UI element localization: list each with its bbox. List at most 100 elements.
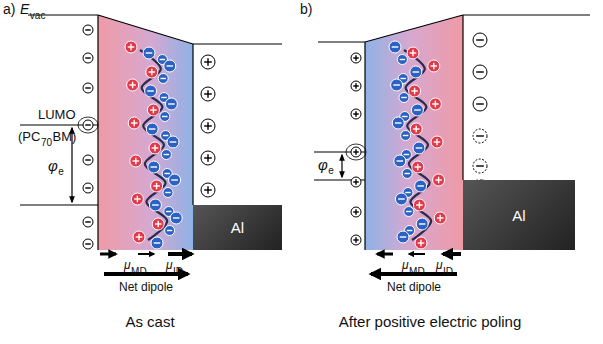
panel-a — [20, 15, 282, 274]
negative-charge — [473, 97, 487, 111]
positive-charge — [409, 85, 421, 97]
negative-charge — [83, 183, 93, 193]
positive-charge — [149, 142, 161, 154]
electrode-box: Al — [463, 180, 575, 250]
negative-charge — [83, 53, 93, 63]
negative-charge — [392, 117, 404, 129]
material-subscript: 70 — [41, 137, 52, 148]
dipole-subscript: MD — [131, 266, 147, 277]
negative-charge — [397, 231, 409, 243]
electrode-box: Al — [193, 205, 282, 250]
negative-charge — [413, 142, 425, 154]
negative-charge — [83, 155, 93, 165]
negative-charge — [160, 112, 170, 122]
positive-charge — [146, 66, 158, 78]
positive-charge — [431, 136, 443, 148]
negative-charge — [145, 85, 157, 97]
negative-charge — [146, 123, 158, 135]
negative-charge — [83, 25, 93, 35]
barrier-symbol: φ — [48, 158, 58, 175]
negative-charge — [83, 83, 93, 93]
negative-charge — [410, 66, 422, 78]
negative-charge — [473, 65, 487, 79]
negative-charge — [163, 188, 173, 198]
net-dipole-label: Net dipole — [119, 281, 173, 294]
panel-b — [314, 15, 590, 274]
negative-charge — [394, 155, 406, 167]
positive-charge — [351, 109, 361, 119]
positive-charge — [407, 47, 419, 59]
dipole-symbol: μ — [402, 259, 409, 272]
caption-text: After positive electric poling — [339, 314, 522, 331]
positive-charge — [351, 147, 361, 157]
positive-charge — [415, 237, 427, 249]
positive-charge — [133, 231, 145, 243]
negative-charge — [389, 41, 401, 53]
positive-charge — [351, 53, 361, 63]
panel-label: a) — [3, 2, 15, 17]
negative-charge — [169, 174, 181, 186]
positive-charge — [410, 123, 422, 135]
positive-charge — [201, 55, 215, 69]
negative-charge — [399, 93, 409, 103]
positive-charge — [201, 151, 215, 165]
positive-charge — [131, 193, 143, 205]
polymer-chain — [140, 50, 167, 240]
negative-charge — [148, 161, 160, 173]
energy-subscript: vac — [30, 10, 46, 21]
negative-charge — [416, 218, 428, 230]
positive-charge — [434, 212, 446, 224]
positive-charge — [147, 104, 159, 116]
negative-charge — [415, 180, 427, 192]
barrier-subscript: e — [58, 166, 64, 177]
dipole-subscript: MD — [409, 266, 425, 277]
barrier-symbol: φ — [318, 157, 328, 174]
positive-charge — [351, 235, 361, 245]
positive-charge — [201, 119, 215, 133]
negative-charge — [83, 217, 93, 227]
material-label: BM) — [53, 130, 77, 144]
dipole-symbol: μ — [436, 259, 443, 272]
electrode-label: Al — [231, 219, 244, 236]
positive-charge — [125, 41, 137, 53]
negative-charge — [158, 74, 168, 84]
negative-charge — [401, 131, 411, 141]
negative-charge — [411, 104, 423, 116]
dipole-symbol: μ — [166, 259, 173, 272]
negative-charge — [404, 207, 414, 217]
positive-charge — [130, 155, 142, 167]
negative-charge — [165, 226, 175, 236]
negative-charge — [161, 150, 171, 160]
negative-charge — [164, 60, 176, 72]
panel-label: b) — [300, 2, 312, 17]
negative-charge — [473, 129, 487, 143]
active-layer — [98, 15, 193, 250]
positive-charge — [128, 117, 140, 129]
level-label: LUMO — [38, 108, 76, 122]
negative-charge — [149, 199, 161, 211]
net-dipole-label: Net dipole — [387, 281, 441, 294]
negative-charge — [473, 159, 487, 173]
negative-charge — [165, 98, 177, 110]
negative-charge — [83, 239, 93, 249]
positive-charge — [351, 207, 361, 217]
electrode-label: Al — [512, 207, 525, 224]
negative-charge — [391, 79, 403, 91]
negative-charge — [143, 47, 155, 59]
dipole-symbol: μ — [124, 259, 131, 272]
positive-charge — [152, 218, 164, 230]
negative-charge — [395, 193, 407, 205]
positive-charge — [413, 199, 425, 211]
positive-charge — [428, 60, 440, 72]
negative-charge — [83, 120, 93, 130]
positive-charge — [201, 183, 215, 197]
positive-charge — [351, 81, 361, 91]
negative-charge — [170, 212, 182, 224]
dipole-subscript: ID — [443, 266, 453, 277]
material-label: (PC — [18, 130, 40, 144]
active-layer — [365, 15, 463, 250]
negative-charge — [402, 169, 412, 179]
caption-text: As cast — [125, 314, 174, 331]
positive-charge — [127, 79, 139, 91]
negative-charge — [151, 237, 163, 249]
